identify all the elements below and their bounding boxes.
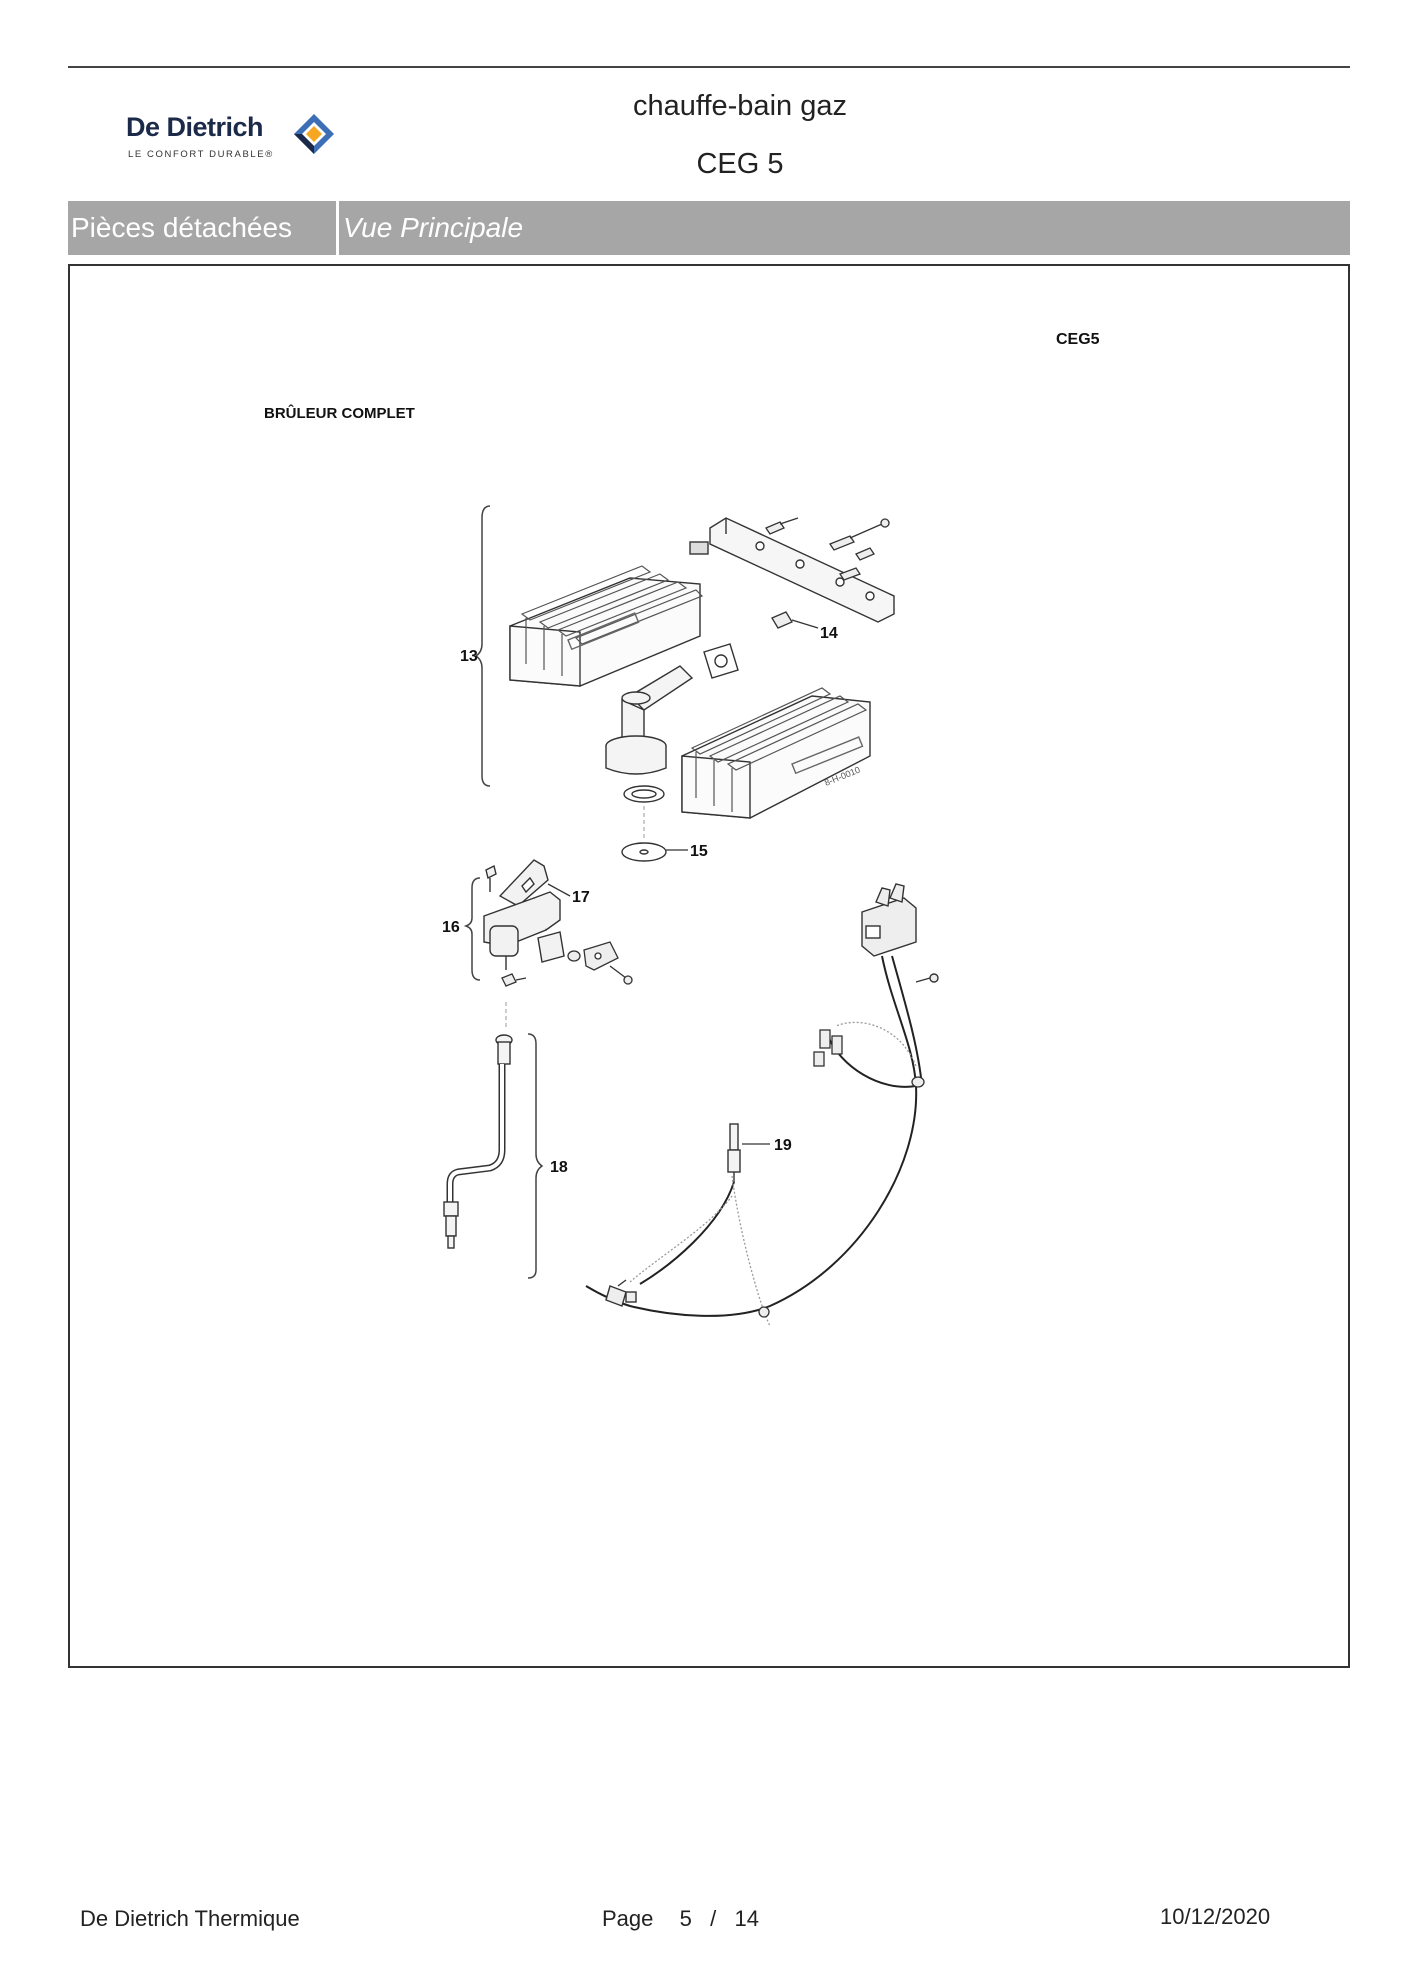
igniter-module bbox=[861, 883, 939, 983]
burner-block-left bbox=[509, 565, 704, 687]
pilot-screws bbox=[501, 941, 633, 987]
callout-13: 13 bbox=[460, 648, 478, 665]
diagram-frame: CEG5 BRÛLEUR COMPLET 13 bbox=[68, 264, 1350, 1668]
footer-pagination: Page 5 / 14 bbox=[602, 1906, 759, 1932]
brand-name: De Dietrich bbox=[126, 112, 264, 142]
callout-14: 14 bbox=[820, 625, 838, 642]
brand-tagline: LE CONFORT DURABLE® bbox=[128, 149, 274, 160]
burner-elbow bbox=[605, 665, 694, 775]
callout-18: 18 bbox=[550, 1159, 568, 1176]
section-divider bbox=[336, 201, 339, 255]
brand-logo: De Dietrich LE CONFORT DURABLE® bbox=[126, 112, 366, 172]
document-model: CEG 5 bbox=[696, 148, 784, 180]
diagram-model-code: CEG5 bbox=[1056, 331, 1100, 348]
exploded-parts-diagram: CEG5 BRÛLEUR COMPLET 13 bbox=[264, 331, 1100, 1327]
footer-company: De Dietrich Thermique bbox=[80, 1906, 300, 1931]
section-bar: Pièces détachées Vue Principale bbox=[68, 201, 1350, 255]
brand-diamond-icon bbox=[294, 114, 334, 154]
pilot-tube bbox=[443, 1034, 513, 1249]
document-title: chauffe-bain gaz bbox=[633, 90, 847, 122]
diagram-heading: BRÛLEUR COMPLET bbox=[264, 404, 415, 422]
callout-15: 15 bbox=[690, 843, 708, 860]
gasket bbox=[703, 643, 739, 679]
electrode-19 bbox=[727, 1123, 741, 1182]
injector-14 bbox=[771, 611, 819, 629]
bracket-18 bbox=[527, 1033, 544, 1279]
pilot-assembly bbox=[483, 859, 565, 970]
section-category: Pièces détachées bbox=[71, 212, 293, 243]
burner-block-right bbox=[681, 687, 871, 819]
bracket-13 bbox=[474, 505, 491, 787]
footer-page-total: 14 bbox=[734, 1906, 759, 1931]
callout-16: 16 bbox=[442, 919, 460, 936]
rail-screws bbox=[765, 517, 890, 581]
wiring-harness-light bbox=[629, 1021, 917, 1327]
washer-15 bbox=[621, 842, 667, 862]
seal-ring bbox=[623, 785, 665, 803]
footer-page-current: 5 bbox=[679, 1906, 692, 1931]
callout-19: 19 bbox=[774, 1137, 792, 1154]
bracket-16 bbox=[463, 877, 481, 981]
footer-date: 10/12/2020 bbox=[1160, 1904, 1271, 1929]
thermocouple-end bbox=[605, 1279, 637, 1307]
callout-17: 17 bbox=[572, 889, 590, 906]
footer-page-separator: / bbox=[710, 1906, 717, 1931]
wiring-harness bbox=[585, 955, 923, 1317]
section-view: Vue Principale bbox=[343, 212, 524, 243]
footer-page-label: Page bbox=[602, 1906, 654, 1931]
header-rule bbox=[68, 66, 1350, 68]
harness-connectors bbox=[758, 1029, 925, 1318]
injector-rail bbox=[689, 517, 895, 623]
